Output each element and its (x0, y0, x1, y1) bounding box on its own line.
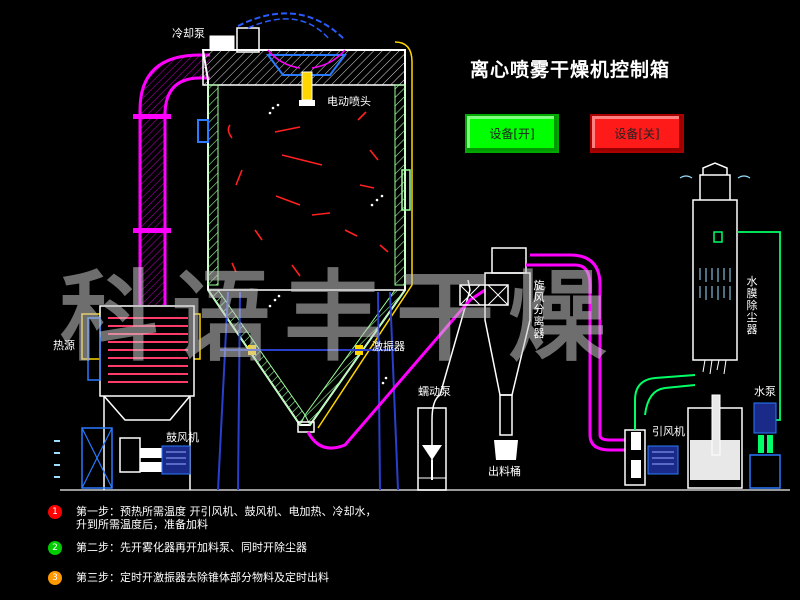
water-pump-unit (749, 402, 781, 489)
air-intake-marks (54, 440, 60, 478)
peristaltic-pump-unit (417, 407, 447, 491)
cooling-pump-unit (209, 12, 346, 53)
induced-fan-label: 引风机 (652, 425, 685, 438)
discharge-duct (306, 288, 486, 450)
step-2-number: 2 (48, 541, 62, 555)
discharge-bucket-label: 出料桶 (488, 465, 521, 478)
step-1-text-line2: 升到所需温度后，准备加料 (76, 518, 208, 531)
water-film-dust-collector-unit (679, 162, 781, 489)
heat-source (81, 305, 201, 490)
step-2-text-line1: 第二步：先开雾化器再开加料泵、同时开除尘器 (76, 541, 307, 554)
step-3-number: 3 (48, 571, 62, 585)
electric-nozzle-label: 电动喷头 (327, 95, 371, 108)
step-2: 2 第二步：先开雾化器再开加料泵、同时开除尘器 (48, 541, 307, 555)
heat-source-label: 热源 (53, 339, 75, 352)
watermark: 科语丰干燥 (60, 261, 621, 375)
water-pump-label: 水泵 (754, 385, 776, 398)
device-off-button[interactable]: 设备[关] (590, 114, 684, 153)
induced-fan-unit (624, 374, 696, 486)
hot-air-duct (133, 53, 210, 305)
cyclone-separator-label: 旋风分离器 (533, 279, 545, 340)
step-3: 3 第三步：定时开激振器去除锥体部分物料及定时出料 (48, 571, 329, 585)
step-1: 1 第一步：预热所需温度 开引风机、鼓风机、电加热、冷却水， 升到所需温度后，准… (48, 505, 377, 531)
drying-chamber (197, 41, 413, 433)
page-title: 离心喷雾干燥机控制箱 (470, 59, 671, 81)
support-frame (217, 291, 399, 491)
feed-pipe (431, 279, 471, 470)
blower-unit (81, 427, 191, 489)
blower-label: 鼓风机 (166, 431, 199, 444)
step-3-text-line1: 第三步：定时开激振器去除锥体部分物料及定时出料 (76, 571, 329, 584)
water-film-dust-collector-label: 水膜除尘器 (746, 275, 758, 336)
peristaltic-pump-label: 蠕动泵 (418, 385, 451, 398)
cyclone-separator-unit (459, 247, 625, 460)
device-on-button[interactable]: 设备[开] (465, 114, 559, 153)
vibrator-label: 激振器 (372, 340, 405, 353)
step-1-text-line1: 第一步：预热所需温度 开引风机、鼓风机、电加热、冷却水， (76, 505, 377, 518)
cooling-pump-label: 冷却泵 (172, 27, 205, 40)
step-1-number: 1 (48, 505, 62, 519)
